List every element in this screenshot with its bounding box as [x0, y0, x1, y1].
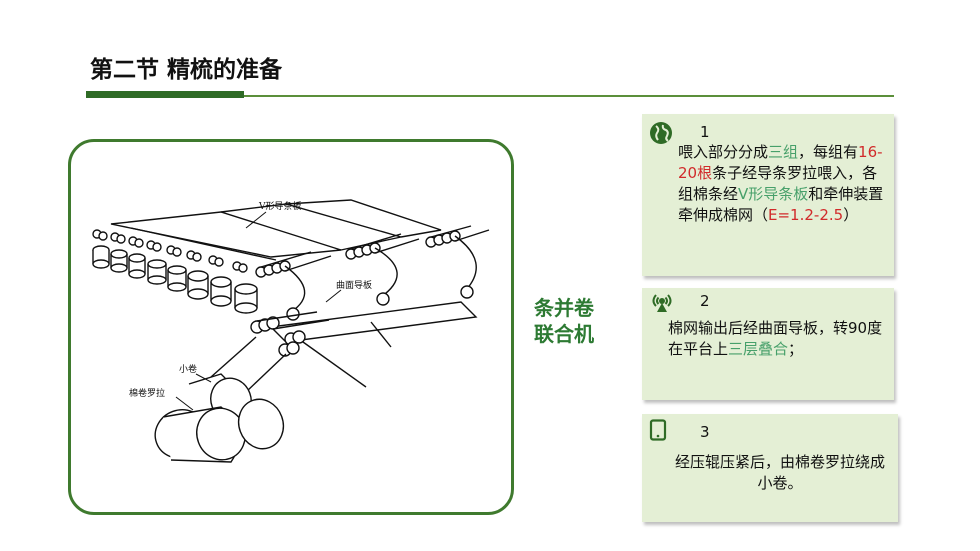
- label-curved-board: 曲面导板: [336, 279, 372, 291]
- step-text-segment: V形导条板: [738, 185, 809, 203]
- curved-guide-plates: [284, 235, 477, 321]
- step-text-segment: E=1.2-2.5: [768, 206, 844, 224]
- label-lap-roller: 棉卷罗拉: [129, 387, 165, 399]
- step-text: 经压辊压紧后，由棉卷罗拉绕成小卷。: [670, 452, 890, 494]
- globe-icon: [650, 122, 672, 144]
- web-path: [210, 336, 287, 393]
- calender-rollers: [250, 311, 330, 357]
- step-text: 喂入部分分成三组，每组有16-20根条子经导条罗拉喂入，各组棉条经V形导条板和牵…: [678, 142, 888, 226]
- step-number: 2: [700, 292, 710, 310]
- label-small-lap: 小卷: [179, 363, 197, 375]
- step-text-segment: ）: [843, 206, 859, 224]
- feed-cans: [92, 245, 258, 314]
- step-text-segment: 16-20根: [678, 143, 883, 182]
- machine-diagram: V形导条板 曲面导板 小卷 棉卷罗拉: [68, 139, 514, 515]
- step-text-segment: 喂入部分分成: [678, 143, 769, 161]
- step-number: 1: [700, 123, 710, 141]
- title-accent-bar: [86, 91, 244, 98]
- step-text-segment: 经压辊压紧后，由棉卷罗拉绕成小卷。: [674, 453, 885, 492]
- step-card-3: 3 经压辊压紧后，由棉卷罗拉绕成小卷。: [642, 414, 898, 522]
- machine-name: 条并卷 联合机: [534, 296, 594, 346]
- label-v-board: V形导条板: [258, 200, 302, 212]
- drafting-units: [255, 225, 490, 278]
- platform: [269, 301, 478, 388]
- step-text-segment: ，每组有: [798, 143, 859, 161]
- guide-rollers: [92, 229, 248, 273]
- machine-drawing: V形导条板 曲面导板 小卷 棉卷罗拉: [92, 199, 490, 463]
- step-card-1: 1 喂入部分分成三组，每组有16-20根条子经导条罗拉喂入，各组棉条经V形导条板…: [642, 114, 894, 276]
- step-text-segment: ；: [788, 340, 804, 358]
- step-text-segment: 和牵伸装置牵伸成棉网（: [678, 185, 884, 224]
- step-number: 3: [700, 423, 710, 441]
- lap-rollers: [154, 373, 285, 463]
- title-underline: [86, 95, 894, 97]
- page-title: 第二节 精梳的准备: [90, 57, 283, 83]
- step-text-segment: 条子经导条罗拉喂入，各组棉条经: [678, 164, 878, 203]
- step-card-2: 2 棉网输出后经曲面导板，转90度在平台上三层叠合；: [642, 288, 894, 400]
- broadcast-icon: [652, 294, 672, 312]
- step-text-segment: 三组: [768, 143, 799, 161]
- step-text: 棉网输出后经曲面导板，转90度在平台上三层叠合；: [668, 318, 890, 360]
- tablet-icon: [649, 419, 667, 441]
- step-text-segment: 三层叠合: [728, 340, 789, 358]
- step-text-segment: 棉网输出后经曲面导板，转90度在平台上: [668, 319, 883, 358]
